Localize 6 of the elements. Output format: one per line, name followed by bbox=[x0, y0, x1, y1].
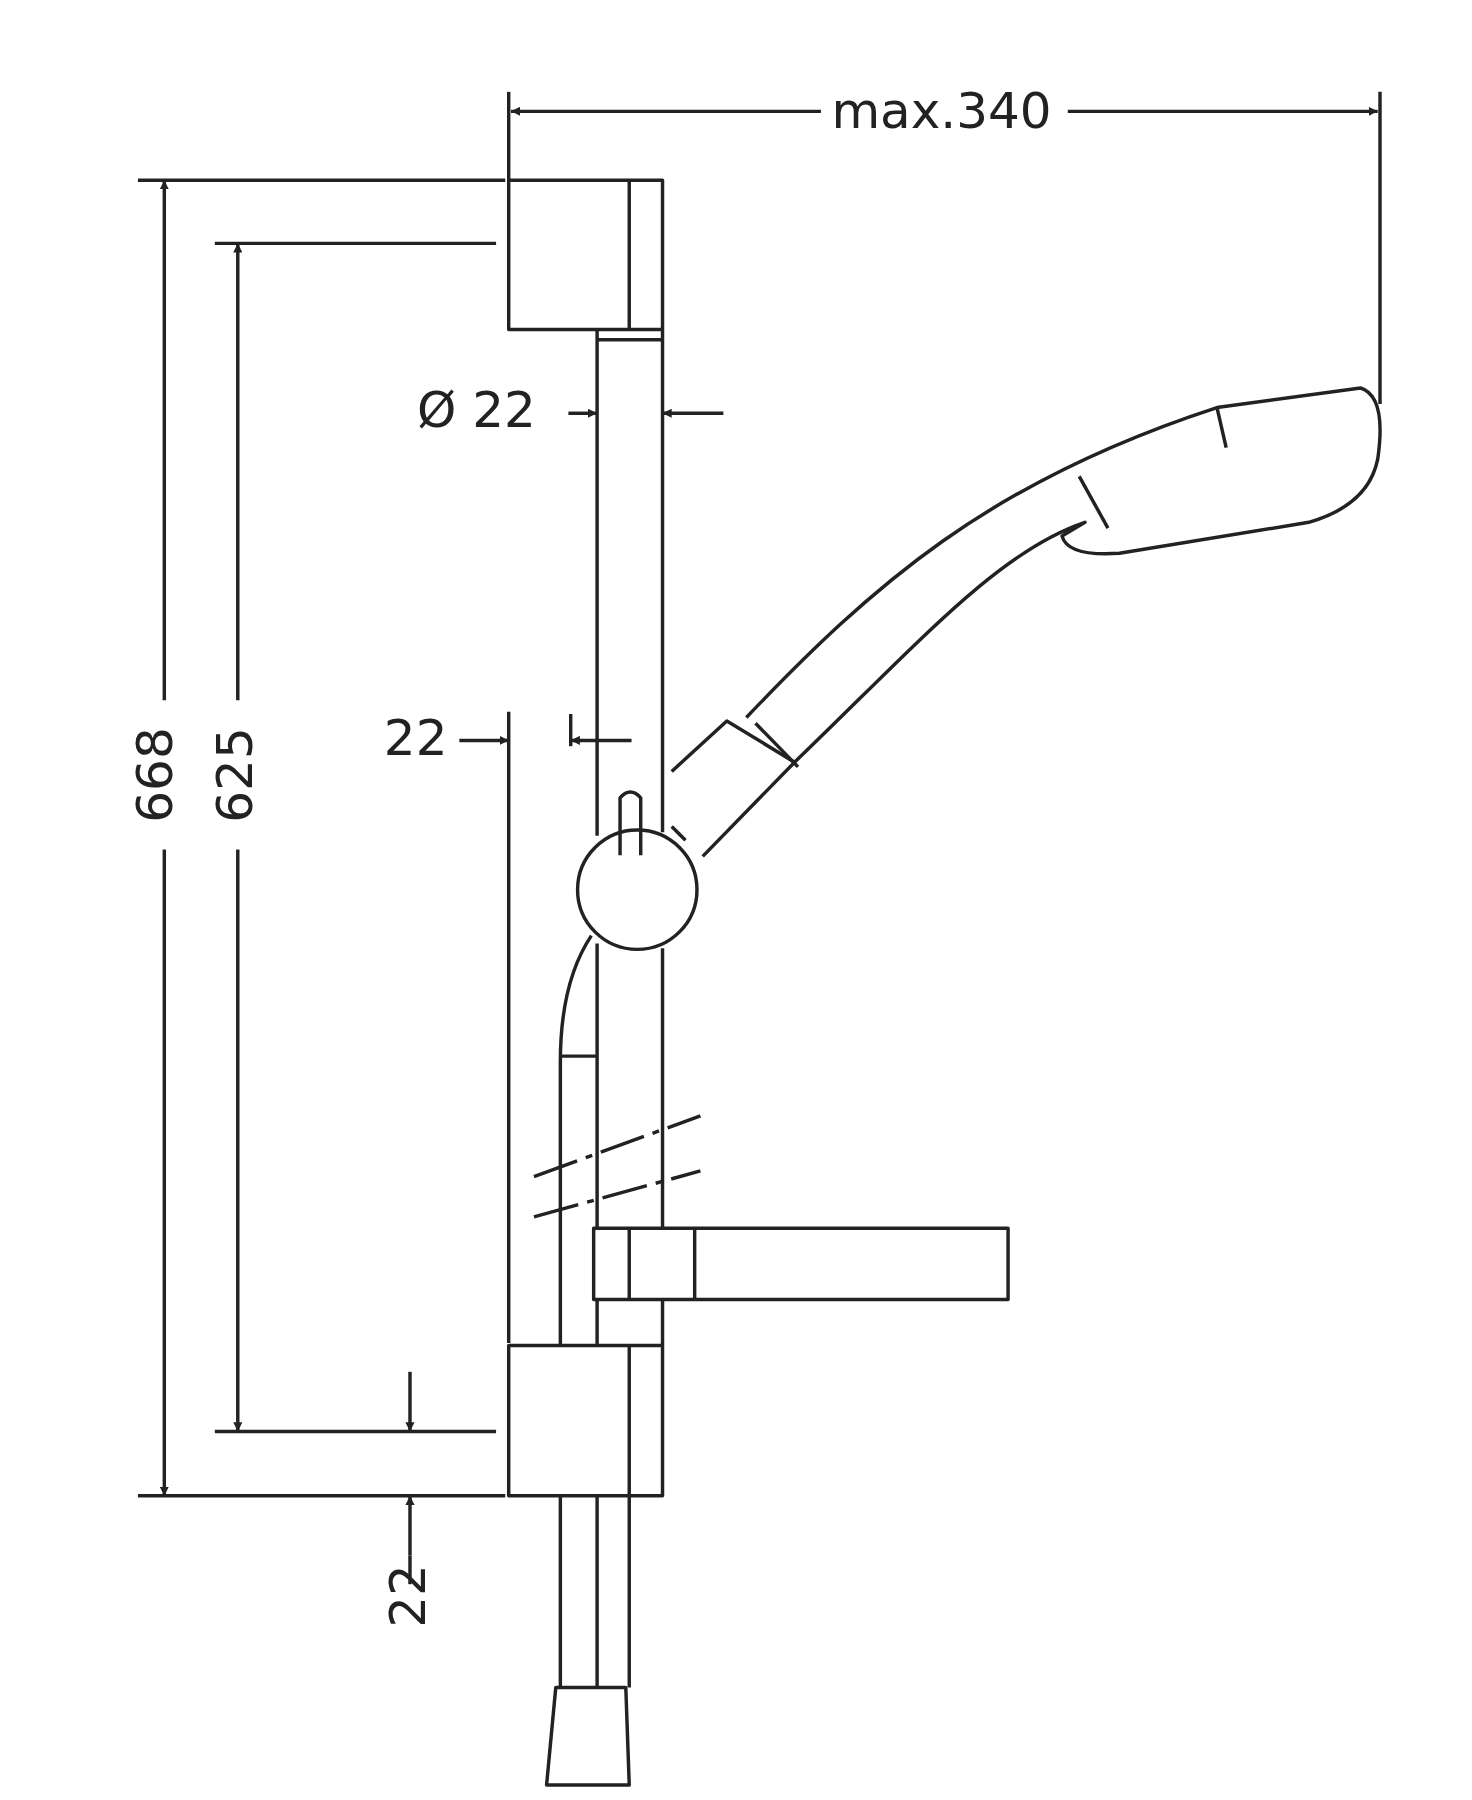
dimension-label: 625 bbox=[210, 727, 261, 823]
dimension-label: 668 bbox=[130, 727, 180, 823]
dimension-label: 22 bbox=[383, 713, 448, 764]
dimension-label: max.340 bbox=[831, 86, 1052, 137]
dimension-label: Ø 22 bbox=[417, 384, 536, 435]
dimension-label: 22 bbox=[382, 1564, 433, 1628]
